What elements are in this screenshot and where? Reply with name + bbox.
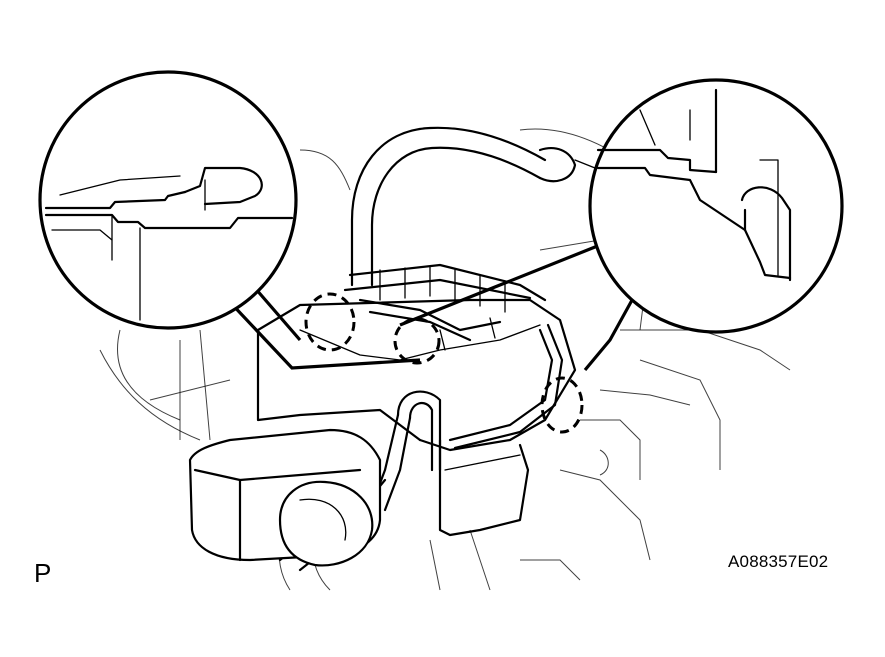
figure-code: A088357E02 bbox=[728, 552, 829, 571]
hose-arch bbox=[350, 126, 601, 287]
left-cover bbox=[188, 428, 382, 567]
claw-markers bbox=[304, 292, 584, 434]
detail-circle-right bbox=[588, 78, 844, 334]
left-detail-callout bbox=[38, 70, 421, 370]
claw-marker-center bbox=[393, 317, 441, 365]
claw-marker-right bbox=[540, 376, 584, 434]
detail-circle-left bbox=[38, 70, 298, 330]
view-label: P bbox=[34, 558, 52, 588]
claw-marker-left bbox=[304, 292, 356, 352]
right-detail-callout bbox=[399, 78, 844, 372]
